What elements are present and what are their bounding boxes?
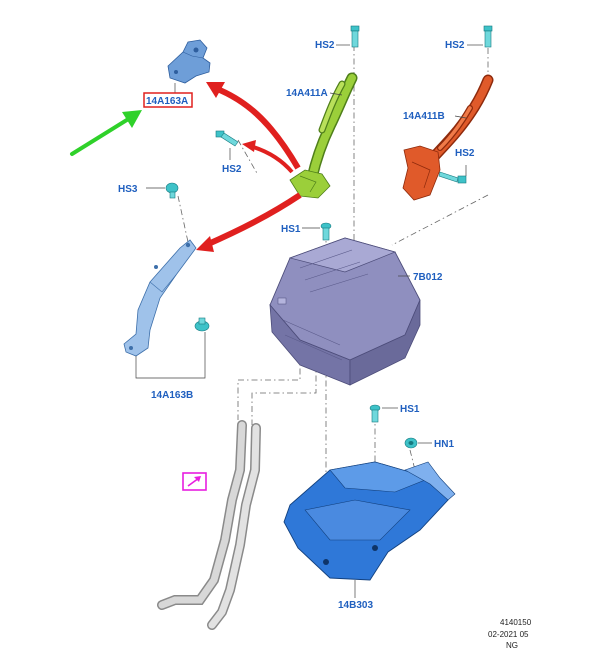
- module-7B012[interactable]: [269, 237, 421, 386]
- coolant-tubes[interactable]: [157, 420, 261, 630]
- label-14A411A[interactable]: 14A411A: [286, 88, 328, 99]
- view-direction-box[interactable]: [182, 472, 207, 491]
- red-arrow-to-hs2: [242, 140, 294, 174]
- hose-14A411B[interactable]: [402, 74, 494, 201]
- label-14A163A[interactable]: 14A163A: [146, 96, 188, 107]
- red-arrow-to-14A163B: [196, 192, 302, 252]
- hose-14A411A[interactable]: [289, 72, 358, 199]
- label-14A411B[interactable]: 14A411B: [403, 111, 445, 122]
- figure-date: 02-2021 05: [488, 630, 529, 639]
- nut-hn1[interactable]: [404, 437, 432, 449]
- red-arrow-to-14A163A: [206, 82, 301, 170]
- bolt-hs1-top[interactable]: [302, 222, 332, 241]
- tray-14B303[interactable]: [283, 461, 456, 598]
- label-hs2-small[interactable]: HS2: [222, 164, 242, 175]
- green-arrow: [70, 110, 142, 156]
- label-7B012[interactable]: 7B012: [413, 272, 443, 283]
- highlight-box-14A163A: [143, 92, 193, 108]
- label-hs2-green[interactable]: HS2: [315, 40, 335, 51]
- figure-code: NG: [506, 641, 518, 649]
- bolt-hs2-top-red[interactable]: [467, 25, 493, 48]
- label-hs2-red-lower[interactable]: HS2: [455, 148, 475, 159]
- bolt-hs2-small[interactable]: [215, 130, 239, 160]
- label-hs3[interactable]: HS3: [118, 184, 138, 195]
- label-hs2-red[interactable]: HS2: [445, 40, 465, 51]
- bracket-14A163A[interactable]: [167, 39, 211, 93]
- label-14B303[interactable]: 14B303: [338, 600, 373, 611]
- label-hn1[interactable]: HN1: [434, 439, 454, 450]
- bolt-hs2-top-green[interactable]: [336, 25, 360, 48]
- bracket-14A163B[interactable]: [123, 239, 206, 379]
- label-hs1-lower[interactable]: HS1: [400, 404, 420, 415]
- figure-number: 4140150: [500, 618, 532, 627]
- bolt-hs2-red-lower[interactable]: [438, 165, 467, 184]
- label-14A163B[interactable]: 14A163B: [151, 390, 193, 401]
- bolt-hs3[interactable]: [146, 182, 179, 199]
- bolt-hs1-lower[interactable]: [369, 404, 398, 423]
- label-hs1-top[interactable]: HS1: [281, 224, 301, 235]
- bolt-hs3-bracket[interactable]: [194, 317, 210, 332]
